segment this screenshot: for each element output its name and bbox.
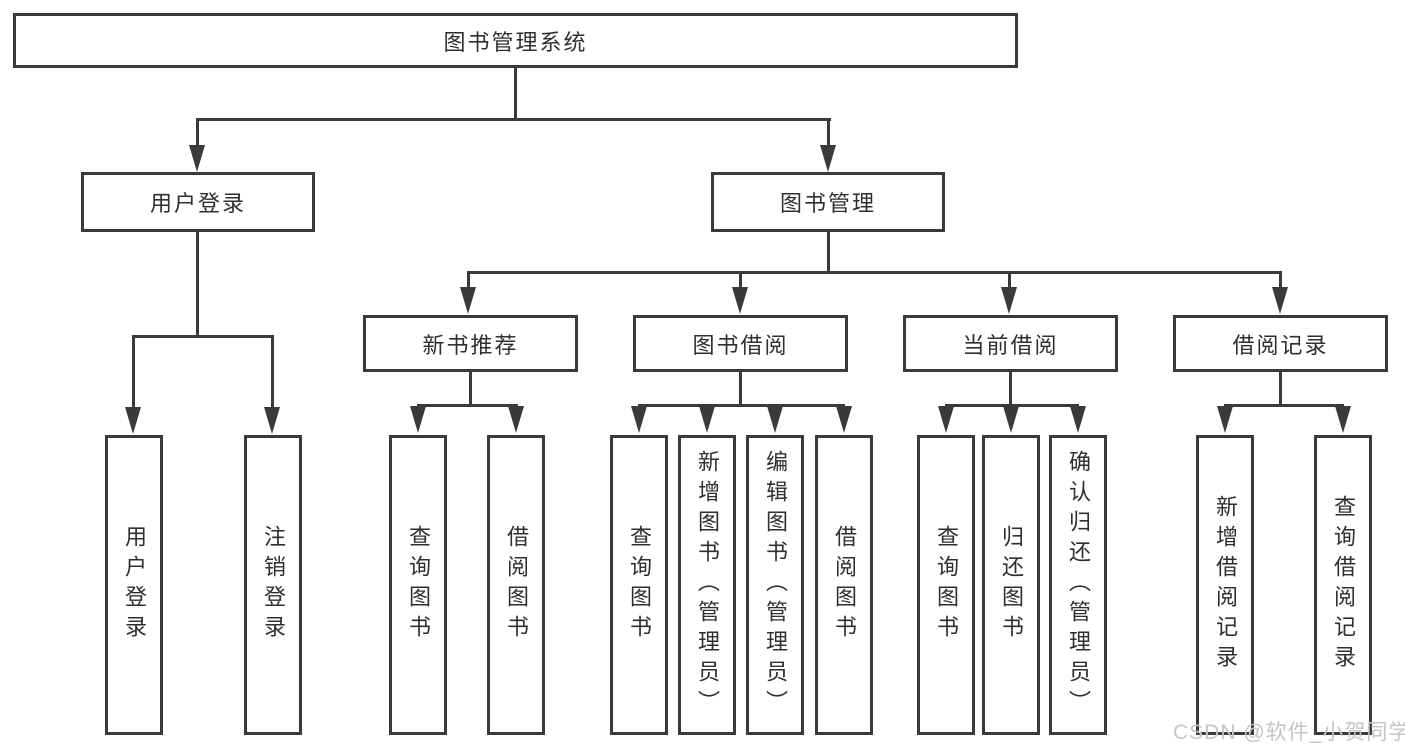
leaf-query-books-recommend-label: 查询图书 (406, 525, 431, 645)
leaf-query-borrow-record-label: 查询借阅记录 (1331, 495, 1356, 675)
connector-to-leaf-logout (271, 335, 274, 407)
arrow-down-icon (836, 406, 852, 433)
arrow-down-icon (508, 406, 524, 433)
arrow-down-icon (1003, 406, 1019, 433)
connector-borrowing-records-rail (1224, 404, 1344, 407)
connector-book-management-stem (827, 232, 830, 273)
leaf-user-login-label: 用户登录 (122, 525, 147, 645)
leaf-add-borrow-record: 新增借阅记录 (1196, 435, 1254, 735)
node-borrowing-records: 借阅记录 (1173, 315, 1388, 372)
leaf-confirm-return-admin-label: 确认归还（管理员） (1066, 450, 1091, 720)
leaf-query-books-current-label: 查询图书 (934, 525, 959, 645)
leaf-query-books-borrowing: 查询图书 (610, 435, 668, 735)
connector-book-borrowing-rail (638, 404, 845, 407)
node-book-management: 图书管理 (711, 172, 945, 232)
connector-to-user-login (196, 118, 199, 148)
connector-to-book-management (827, 118, 830, 148)
leaf-add-borrow-record-label: 新增借阅记录 (1213, 495, 1238, 675)
leaf-edit-books-admin-label: 编辑图书（管理员） (763, 450, 788, 720)
connector-new-book-stem (469, 372, 472, 406)
connector-level2-rail (196, 118, 831, 121)
leaf-edit-books-admin: 编辑图书（管理员） (746, 435, 804, 735)
arrow-down-icon (1335, 406, 1351, 433)
leaf-logout: 注销登录 (244, 435, 302, 735)
leaf-query-borrow-record: 查询借阅记录 (1314, 435, 1372, 735)
arrow-down-icon (631, 406, 647, 433)
connector-user-login-stem (196, 232, 199, 337)
leaf-borrow-books: 借阅图书 (815, 435, 873, 735)
node-new-book-recommendation: 新书推荐 (363, 315, 578, 372)
connector-user-login-rail (132, 335, 274, 338)
connector-root-stem (514, 67, 517, 120)
leaf-return-books-label: 归还图书 (999, 525, 1024, 645)
leaf-user-login: 用户登录 (105, 435, 163, 735)
leaf-confirm-return-admin: 确认归还（管理员） (1049, 435, 1107, 735)
arrow-down-icon (460, 287, 476, 314)
leaf-add-books-admin: 新增图书（管理员） (678, 435, 736, 735)
connector-to-current-borrowing (1008, 271, 1011, 288)
connector-to-leaf-user-login (132, 335, 135, 407)
connector-new-book-rail (417, 404, 518, 407)
arrow-down-icon (125, 407, 141, 434)
connector-to-borrowing-records (1279, 271, 1282, 288)
arrow-down-icon (820, 145, 836, 172)
arrow-down-icon (189, 145, 205, 172)
arrow-down-icon (732, 287, 748, 314)
connector-current-borrowing-rail (945, 404, 1079, 407)
node-current-borrowing: 当前借阅 (903, 315, 1118, 372)
arrow-down-icon (264, 407, 280, 434)
node-book-borrowing: 图书借阅 (633, 315, 848, 372)
leaf-borrow-books-recommend: 借阅图书 (487, 435, 545, 735)
leaf-query-books-recommend: 查询图书 (389, 435, 447, 735)
connector-current-borrowing-stem (1009, 372, 1012, 406)
arrow-down-icon (1001, 287, 1017, 314)
connector-borrowing-records-stem (1279, 372, 1282, 406)
leaf-add-books-admin-label: 新增图书（管理员） (695, 450, 720, 720)
connector-to-book-borrowing (739, 271, 742, 288)
arrow-down-icon (767, 406, 783, 433)
leaf-borrow-books-label: 借阅图书 (832, 525, 857, 645)
node-library-management-system: 图书管理系统 (13, 13, 1018, 68)
arrow-down-icon (938, 406, 954, 433)
arrow-down-icon (410, 406, 426, 433)
connector-book-borrowing-stem (739, 372, 742, 406)
arrow-down-icon (1272, 287, 1288, 314)
leaf-query-books-current: 查询图书 (917, 435, 975, 735)
connector-to-new-book (467, 271, 470, 288)
arrow-down-icon (1217, 406, 1233, 433)
arrow-down-icon (1070, 406, 1086, 433)
leaf-borrow-books-recommend-label: 借阅图书 (504, 525, 529, 645)
csdn-watermark: CSDN @软件_小贺同学 (1173, 721, 1405, 744)
connector-level3-rail (467, 271, 1282, 274)
leaf-return-books: 归还图书 (982, 435, 1040, 735)
arrow-down-icon (699, 406, 715, 433)
leaf-logout-label: 注销登录 (261, 525, 286, 645)
node-user-login: 用户登录 (81, 172, 315, 232)
leaf-query-books-borrowing-label: 查询图书 (627, 525, 652, 645)
